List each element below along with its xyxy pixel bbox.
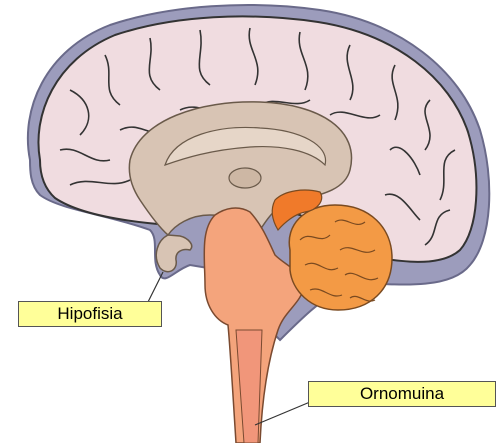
cerebellum	[289, 205, 392, 310]
pituitary-label: Hipofisia	[18, 301, 162, 327]
pituitary-leader-line	[148, 272, 163, 302]
spinal-cord-label: Ornomuina	[308, 381, 496, 407]
thalamus	[229, 168, 261, 188]
